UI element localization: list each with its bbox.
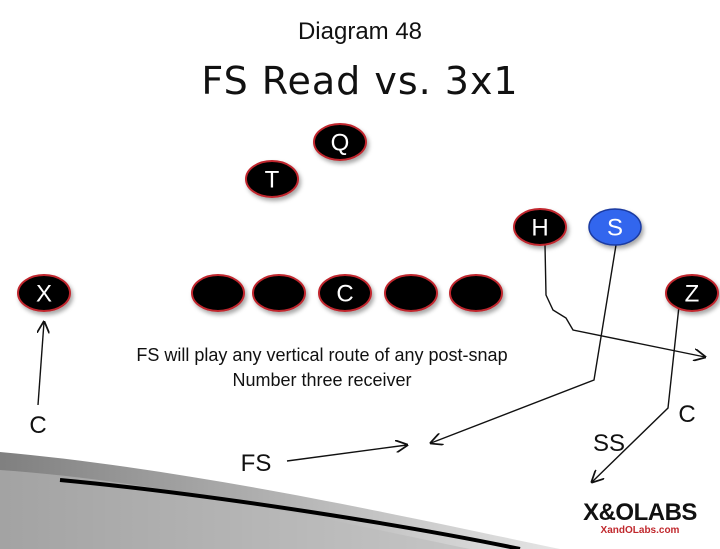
note-line-1: FS will play any vertical route of any p…	[136, 345, 507, 365]
left-tackle-player	[191, 274, 245, 312]
h-route-line	[544, 244, 705, 357]
right-guard-player	[384, 274, 438, 312]
logo-brand: X&OLABS	[583, 499, 697, 526]
diagram-label: Diagram 48	[298, 18, 422, 45]
receiver-x-label: X	[36, 281, 52, 308]
strong-safety-label: SS	[593, 430, 625, 457]
tailback-label: T	[265, 167, 280, 194]
receiver-z-label: Z	[685, 281, 700, 308]
s-route-line	[431, 244, 617, 443]
left-guard-player	[252, 274, 306, 312]
quarterback-player: Q	[313, 123, 367, 161]
receiver-x-player: X	[17, 274, 71, 312]
fs-read-arrow	[286, 445, 407, 462]
diagram-title: FS Read vs. 3x1	[201, 59, 518, 103]
h-back-label: H	[531, 215, 548, 242]
logo-url: XandOLabs.com	[601, 525, 680, 536]
free-safety-label: FS	[241, 450, 272, 477]
receiver-z-player: Z	[665, 274, 719, 312]
safety-s-label: S	[607, 215, 623, 242]
tailback-player: T	[245, 160, 299, 198]
quarterback-label: Q	[331, 130, 350, 157]
center-player: C	[318, 274, 372, 312]
x-route-line	[38, 322, 44, 406]
slide-swoosh-decoration	[0, 452, 560, 549]
h-back-player: H	[513, 208, 567, 246]
z-route-line	[592, 305, 680, 482]
note-line-2: Number three receiver	[232, 370, 411, 390]
xandolabs-logo: X&OLABS XandOLabs.com	[583, 499, 698, 536]
center-label: C	[336, 281, 353, 308]
left-corner-label: C	[29, 412, 46, 439]
safety-s-player: S	[588, 208, 642, 246]
right-corner-label: C	[678, 401, 695, 428]
right-tackle-player	[449, 274, 503, 312]
